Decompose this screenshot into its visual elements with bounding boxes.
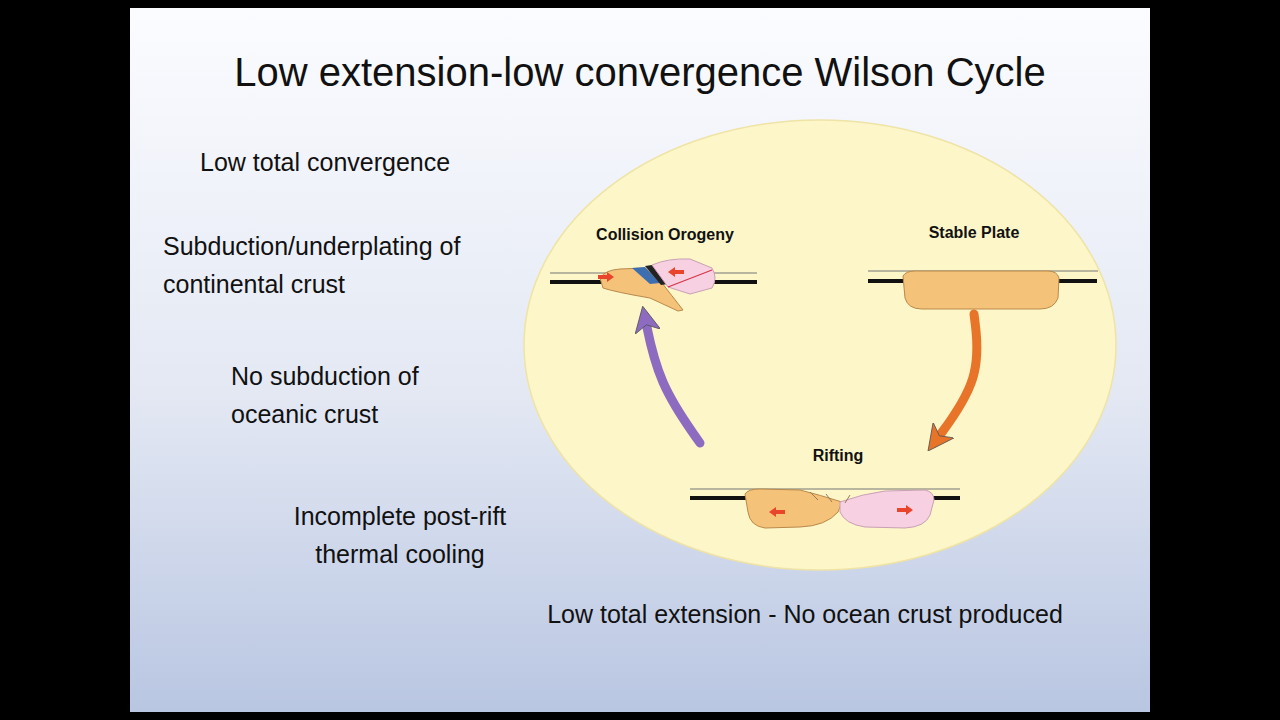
oceanic-crust — [1058, 279, 1097, 283]
rift-fault — [810, 492, 850, 503]
stage-heading: Stable Plate — [862, 224, 1086, 242]
continental-crust — [903, 271, 1059, 309]
stage-heading: Collision Orogeny — [552, 226, 778, 244]
sea-level-line — [690, 489, 960, 490]
oceanic-crust — [550, 280, 602, 284]
cycle-ellipse — [524, 120, 1116, 570]
stage-heading: Rifting — [688, 447, 988, 465]
thrust-fault — [668, 270, 712, 287]
sea-level-line — [868, 271, 1098, 272]
note-text: Subduction/underplating of continental c… — [163, 227, 498, 303]
stage-panel: Collision Orogeny — [552, 222, 778, 316]
continental-crust — [840, 490, 934, 528]
sea-level-line — [550, 273, 757, 274]
note-text: Low total convergence — [200, 143, 530, 181]
slide-title: Low extension-low convergence Wilson Cyc… — [130, 50, 1150, 95]
continental-crust — [652, 259, 715, 294]
motion-arrow — [668, 267, 684, 277]
oceanic-crust — [932, 496, 960, 500]
continental-crust — [745, 489, 842, 528]
note-text: Incomplete post-rift thermal cooling — [255, 497, 545, 573]
continental-crust — [600, 268, 683, 311]
motion-arrow — [897, 505, 913, 515]
cycle-arrow — [645, 316, 700, 443]
suture-sliver — [645, 265, 668, 285]
suture-sliver — [632, 267, 660, 284]
stage-panel: Stable Plate — [862, 220, 1086, 314]
note-text: No subduction of oceanic crust — [231, 357, 493, 433]
motion-arrow — [598, 272, 614, 282]
oceanic-crust — [868, 279, 905, 283]
cycle-arrow — [934, 314, 977, 443]
oceanic-crust — [690, 496, 746, 500]
stage-panel: Rifting — [688, 443, 988, 532]
oceanic-crust — [712, 280, 757, 284]
motion-arrow — [769, 507, 785, 517]
note-text: Low total extension - No ocean crust pro… — [495, 595, 1115, 633]
